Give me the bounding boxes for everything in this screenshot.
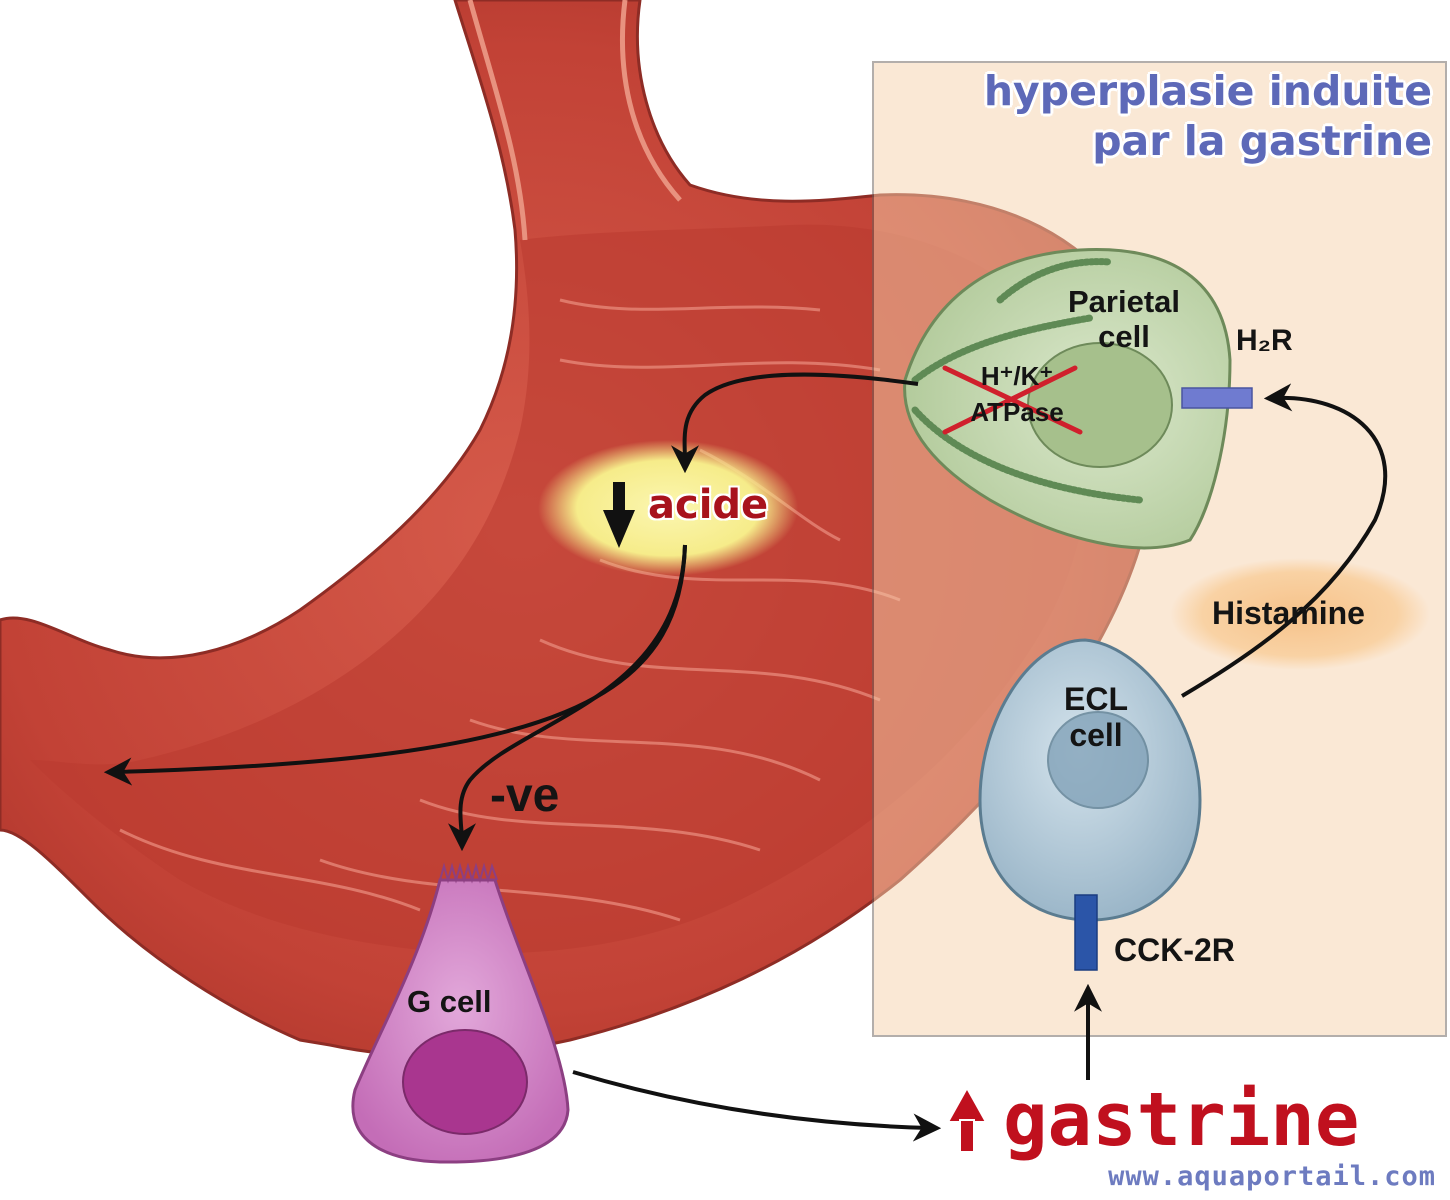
atpase-label: H⁺/K⁺ ATPase: [970, 361, 1064, 427]
cck2r-label: CCK-2R: [1114, 932, 1235, 968]
arrow-parietal-to-acid: [670, 372, 919, 474]
arrow-gcell-to-gastrine: [572, 1070, 942, 1142]
title-line2: par la gastrine: [1092, 117, 1432, 165]
canaliculi: [911, 258, 1144, 504]
esophagus-highlight: [467, 0, 528, 241]
arrow-ecl-to-h2r: [1180, 383, 1388, 698]
h2r-label: H₂R: [1236, 324, 1293, 357]
g-nucleus: [402, 1029, 528, 1135]
watermark: www.aquaportail.com: [1108, 1161, 1436, 1192]
ecl-cell-label: ECL cell: [1064, 681, 1128, 753]
acide-label: acide: [648, 482, 769, 528]
down-arrow-icon: [603, 482, 635, 548]
arrow-acid-to-gcell: [447, 544, 687, 852]
histamine-label: Histamine: [1212, 595, 1365, 631]
h2r-receptor: [1181, 387, 1253, 409]
up-arrow-icon: [946, 1085, 988, 1153]
esophagus-highlight-right: [620, 0, 682, 202]
diagram-title: hyperplasie induite par la gastrine: [984, 66, 1432, 166]
stomach-lumen: [30, 224, 1089, 954]
g-cell-label: G cell: [407, 984, 492, 1019]
gastrine-label: gastrine: [1003, 1077, 1360, 1163]
pathway-arrows: [103, 372, 1388, 1142]
cck2r-receptor: [1074, 894, 1098, 971]
g-cell-microvilli: [439, 862, 498, 884]
parietal-cell-label: Parietal cell: [1068, 284, 1181, 354]
ecl-nucleus: [1047, 711, 1149, 809]
acide-highlight: [538, 440, 798, 576]
negative-feedback-label: -ve: [490, 769, 560, 822]
cross-out-icon: [942, 365, 1083, 435]
title-line1: hyperplasie induite: [983, 67, 1432, 115]
